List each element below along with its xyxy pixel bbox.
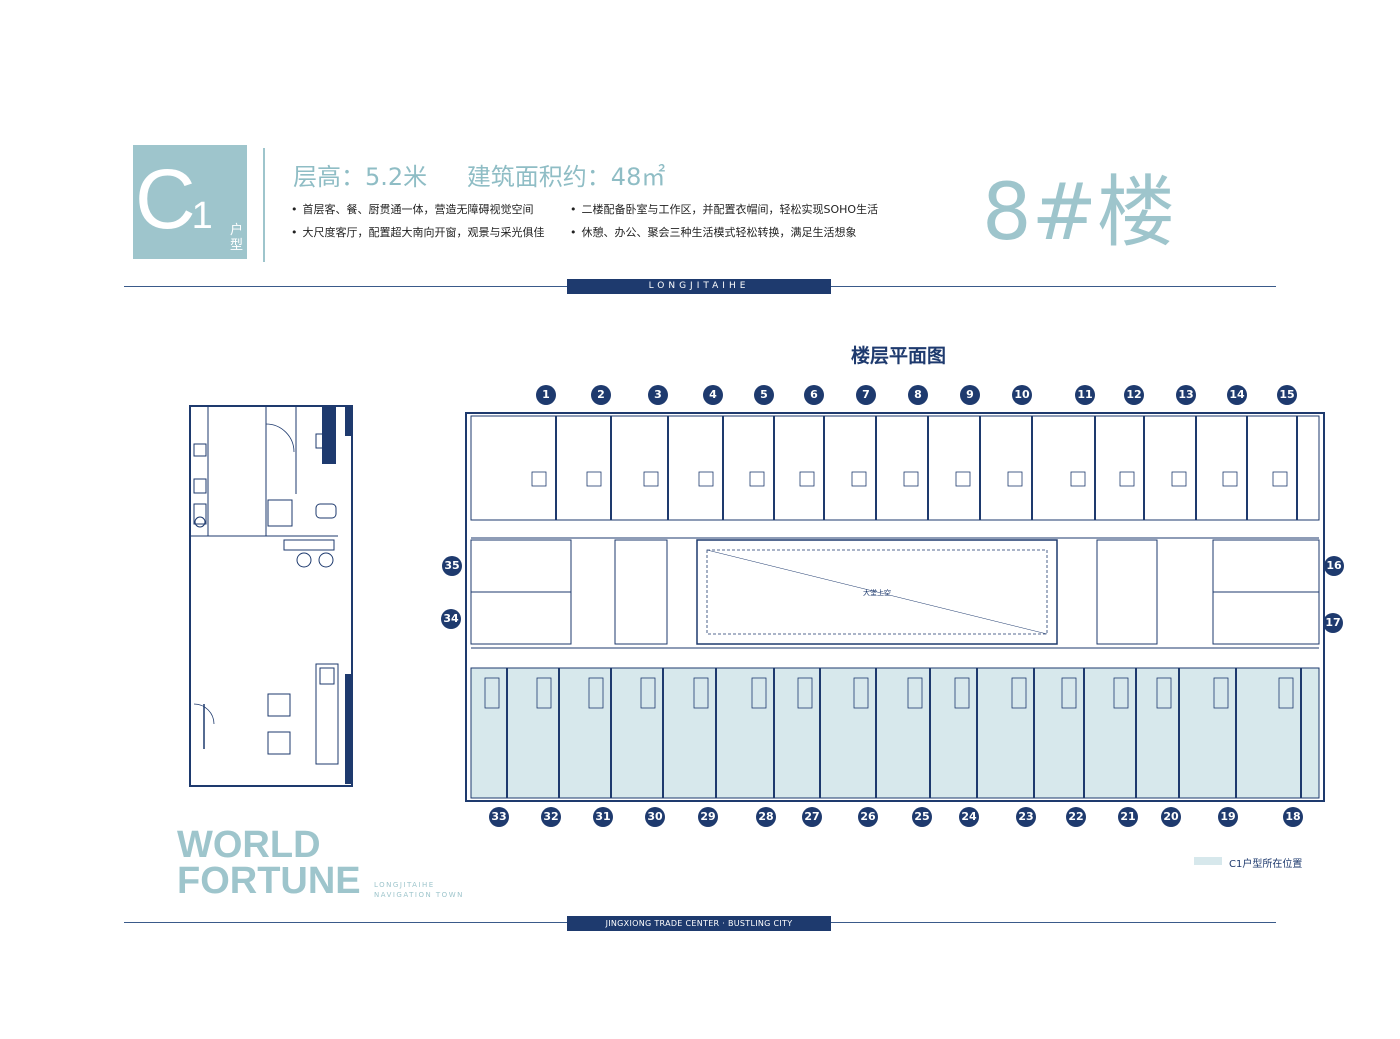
atrium-label: 大堂上空 bbox=[863, 588, 891, 597]
unit-marker: 25 bbox=[912, 807, 932, 827]
fixture bbox=[1113, 677, 1129, 709]
legend-label: C1户型所在位置 bbox=[1229, 859, 1303, 870]
fixture bbox=[1119, 471, 1135, 487]
unit-marker: 15 bbox=[1277, 385, 1297, 405]
brand-logo: WORLD FORTUNE bbox=[177, 824, 361, 902]
feature-item: 大尺度客厅，配置超大南向开窗，观景与采光俱佳 bbox=[291, 225, 545, 241]
fixture bbox=[903, 471, 919, 487]
unit-marker: 1 bbox=[536, 385, 556, 405]
unit-marker: 12 bbox=[1124, 385, 1144, 405]
top-band: LONGJITAIHE bbox=[567, 279, 831, 294]
plan-title: 楼层平面图 bbox=[851, 345, 947, 367]
brand-line1: WORLD bbox=[177, 824, 321, 866]
unit-marker: 35 bbox=[442, 556, 462, 576]
fixture bbox=[1156, 677, 1172, 709]
fixture bbox=[955, 471, 971, 487]
fixture bbox=[698, 471, 714, 487]
unit-marker: 5 bbox=[754, 385, 774, 405]
unit-marker: 10 bbox=[1012, 385, 1032, 405]
legend-swatch bbox=[1194, 857, 1222, 865]
unit-marker: 16 bbox=[1324, 556, 1344, 576]
unit-type-badge: C1 户型 bbox=[133, 145, 247, 259]
brand-line2: FORTUNE bbox=[177, 860, 361, 902]
building-area: 建筑面积约：48㎡ bbox=[466, 163, 666, 191]
fixture bbox=[799, 471, 815, 487]
fixture bbox=[643, 471, 659, 487]
unit-marker: 22 bbox=[1066, 807, 1086, 827]
unit-marker: 7 bbox=[856, 385, 876, 405]
header-divider bbox=[263, 148, 265, 262]
unit-marker: 17 bbox=[1323, 613, 1343, 633]
unit-marker: 28 bbox=[756, 807, 776, 827]
unit-marker: 34 bbox=[441, 609, 461, 629]
unit-marker: 29 bbox=[698, 807, 718, 827]
unit-floor-plan bbox=[189, 405, 353, 787]
feature-item: 二楼配备卧室与工作区，并配置衣帽间，轻松实现SOHO生活 bbox=[570, 202, 879, 218]
brand-sub2: NAVIGATION TOWN bbox=[374, 891, 464, 899]
unit-marker: 27 bbox=[802, 807, 822, 827]
building-number: 8#楼 bbox=[982, 168, 1175, 258]
unit-marker: 20 bbox=[1161, 807, 1181, 827]
unit-marker: 4 bbox=[703, 385, 723, 405]
unit-marker: 2 bbox=[591, 385, 611, 405]
features-left: 首层客、餐、厨贯通一体，营造无障碍视觉空间 大尺度客厅，配置超大南向开窗，观景与… bbox=[291, 202, 545, 241]
unit-marker: 9 bbox=[960, 385, 980, 405]
unit-marker: 18 bbox=[1283, 807, 1303, 827]
fixture bbox=[853, 677, 869, 709]
building-floor-plan: 大堂上空 bbox=[465, 412, 1325, 802]
unit-marker: 13 bbox=[1176, 385, 1196, 405]
fixture bbox=[751, 677, 767, 709]
fixture bbox=[1171, 471, 1187, 487]
fixture bbox=[536, 677, 552, 709]
fixture bbox=[851, 471, 867, 487]
fixture bbox=[484, 677, 500, 709]
fixture bbox=[586, 471, 602, 487]
fixture bbox=[1213, 677, 1229, 709]
feature-item: 首层客、餐、厨贯通一体，营造无障碍视觉空间 bbox=[291, 202, 545, 218]
brand-sub1: LONGJITAIHE bbox=[374, 881, 435, 889]
unit-marker: 30 bbox=[645, 807, 665, 827]
unit-marker: 11 bbox=[1075, 385, 1095, 405]
fixture bbox=[1222, 471, 1238, 487]
features-right: 二楼配备卧室与工作区，并配置衣帽间，轻松实现SOHO生活 休憩、办公、聚会三种生… bbox=[570, 202, 879, 241]
unit-marker: 14 bbox=[1227, 385, 1247, 405]
fixture bbox=[588, 677, 604, 709]
unit-marker: 3 bbox=[648, 385, 668, 405]
fixture bbox=[749, 471, 765, 487]
unit-specs: 层高：5.2米 建筑面积约：48㎡ bbox=[293, 157, 697, 192]
floor-height: 层高：5.2米 bbox=[293, 163, 428, 191]
unit-marker: 24 bbox=[959, 807, 979, 827]
fixture bbox=[1007, 471, 1023, 487]
fixture bbox=[954, 677, 970, 709]
feature-item: 休憩、办公、聚会三种生活模式轻松转换，满足生活想象 bbox=[570, 225, 878, 241]
fixture bbox=[907, 677, 923, 709]
fixture bbox=[797, 677, 813, 709]
unit-marker: 31 bbox=[593, 807, 613, 827]
unit-marker: 8 bbox=[908, 385, 928, 405]
fixture bbox=[693, 677, 709, 709]
fixture bbox=[1061, 677, 1077, 709]
unit-marker: 23 bbox=[1016, 807, 1036, 827]
unit-marker: 26 bbox=[858, 807, 878, 827]
fixture bbox=[531, 471, 547, 487]
unit-marker: 19 bbox=[1218, 807, 1238, 827]
unit-code: C1 bbox=[135, 152, 213, 246]
fixture bbox=[1011, 677, 1027, 709]
unit-marker: 33 bbox=[489, 807, 509, 827]
unit-marker: 6 bbox=[804, 385, 824, 405]
unit-marker: 21 bbox=[1118, 807, 1138, 827]
unit-marker: 32 bbox=[541, 807, 561, 827]
fixture bbox=[1278, 677, 1294, 709]
fixture bbox=[1272, 471, 1288, 487]
bottom-band: JINGXIONG TRADE CENTER · BUSTLING CITY bbox=[567, 916, 831, 931]
unit-suffix: 户型 bbox=[230, 223, 244, 253]
brand-sub: LONGJITAIHE NAVIGATION TOWN bbox=[374, 880, 464, 900]
fixture bbox=[640, 677, 656, 709]
fixture bbox=[1070, 471, 1086, 487]
